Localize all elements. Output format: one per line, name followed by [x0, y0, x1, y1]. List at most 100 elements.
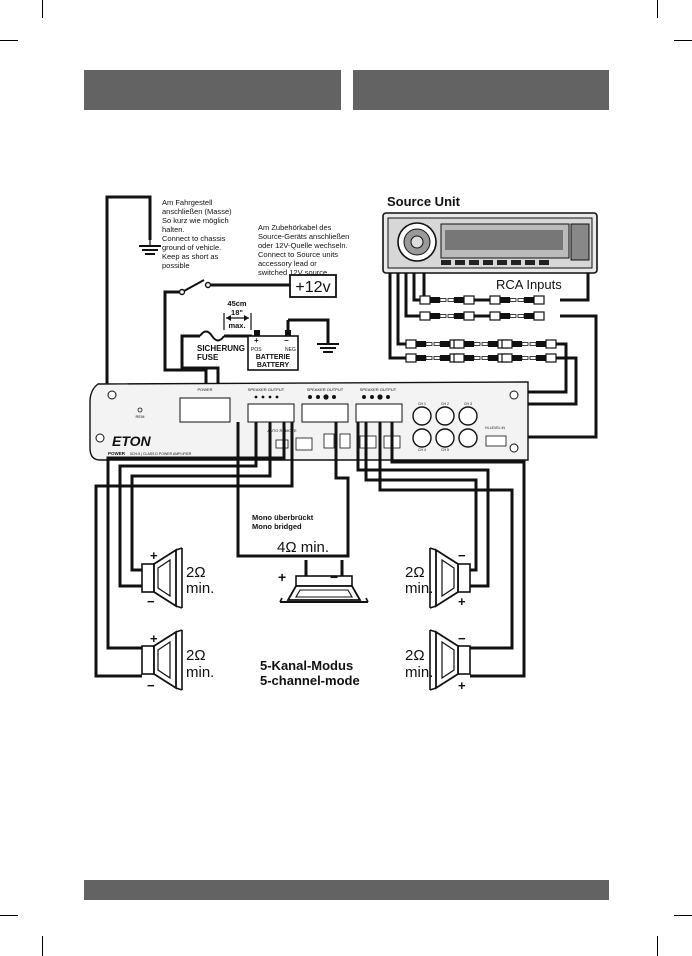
rca-plug-pair: [474, 311, 545, 321]
speaker-bl-plus: +: [150, 631, 158, 646]
remote-switch: +12v: [163, 274, 337, 398]
rca-plug-pair: [405, 339, 461, 349]
accessory-note-line: Connect to Source units: [258, 250, 338, 259]
crop-mark-bottom-right: [657, 936, 658, 956]
battery-label-en: BATTERY: [257, 362, 290, 369]
sub-plus: +: [278, 569, 286, 585]
bridge-label-en: Mono bridged: [252, 522, 302, 531]
model-label: POWER: [108, 451, 126, 456]
mode-label-en: 5-channel-mode: [260, 673, 360, 688]
mode-label-de: 5-Kanal-Modus: [260, 658, 353, 673]
battery-plus: +: [254, 336, 259, 345]
rca-plug-pair: [501, 353, 557, 363]
rca-plug-pair: [501, 339, 557, 349]
footer-bar: [84, 880, 609, 900]
fuse-label-de: SICHERUNG: [197, 344, 245, 353]
ground-note-line: So kurz wie möglich: [162, 216, 229, 225]
speaker-br-plus: +: [458, 678, 466, 693]
brand-logo: ETON: [112, 433, 152, 449]
ground-note-line: Am Fahrgestell: [162, 198, 213, 207]
rca-plug-pair: [419, 311, 475, 321]
ch-label: CH 4: [418, 448, 426, 452]
speaker-tl-min: min.: [186, 580, 214, 597]
battery-minus: −: [284, 336, 289, 345]
accessory-note-line: switched 12V source.: [258, 268, 329, 277]
speaker-tl-plus: +: [150, 548, 158, 563]
subwoofer: [279, 575, 369, 603]
bridge-label-de: Mono überbrückt: [252, 513, 314, 522]
speaker-tl-impedance: 2Ω: [186, 564, 206, 581]
speaker-output-label-2: SPEAKER OUTPUT: [307, 387, 344, 392]
speaker-tr-plus: +: [458, 594, 466, 609]
crop-mark-bottom-left-h: [0, 915, 18, 916]
crop-mark-top-left: [42, 0, 43, 18]
hi-level-label: HI-LEVEL IN: [485, 426, 505, 430]
ground-note: Am Fahrgestell anschließen (Masse) So ku…: [162, 198, 232, 270]
speaker-top-right: [429, 547, 471, 609]
crop-mark-top-left-h: [0, 40, 18, 41]
speaker-bl-min: min.: [186, 664, 214, 681]
speaker-bottom-right: [429, 629, 471, 691]
battery: + − POS NEG BATTERIE BATTERY: [247, 330, 299, 371]
ch-label: CH 1: [418, 402, 426, 406]
ch-label: CH 3: [464, 402, 472, 406]
speaker-br-min: min.: [405, 664, 433, 681]
rca-plug-pair: [453, 353, 509, 363]
speaker-wires: [94, 422, 526, 678]
speaker-tr-min: min.: [405, 580, 433, 597]
rca-plug-pair: [419, 295, 475, 305]
ground-note-line: halten.: [162, 225, 185, 234]
distance-max: max.: [228, 321, 245, 330]
accessory-note-line: oder 12V-Quelle wechseln.: [258, 241, 348, 250]
accessory-note-line: accessory lead or: [258, 259, 317, 268]
crop-mark-top-right-h: [674, 40, 692, 41]
speaker-br-minus: −: [458, 631, 466, 646]
rca-plug-pair: [453, 339, 509, 349]
ground-note-line: possible: [162, 261, 190, 270]
distance-cm: 45cm: [227, 299, 247, 308]
speakers: [141, 547, 471, 691]
ground-note-line: Connect to chassis: [162, 234, 226, 243]
speaker-output-label-3: SPEAKER OUTPUT: [360, 387, 397, 392]
accessory-note-line: Source-Geräts anschließen: [258, 232, 349, 241]
speaker-tr-impedance: 2Ω: [405, 564, 425, 581]
speaker-tr-minus: −: [458, 548, 466, 563]
rca-plugs: [405, 295, 557, 363]
power-terminal-label: POWER: [197, 387, 212, 392]
ch-label: CH 5: [441, 448, 449, 452]
distance-in: 18": [231, 308, 243, 317]
auto-remote-label: AUTO REMOTE: [267, 428, 297, 433]
accessory-note: Am Zubehörkabel des Source-Geräts anschl…: [258, 223, 349, 277]
speaker-br-impedance: 2Ω: [405, 647, 425, 664]
ground-note-line: anschließen (Masse): [162, 207, 232, 216]
rem-label: REM: [136, 414, 145, 419]
speaker-bottom-left: [141, 629, 183, 691]
crop-mark-bottom-left: [42, 936, 43, 956]
model-subtitle: 5CH-5 | CLASS D POWER AMPLIFIER: [130, 452, 192, 456]
sub-minus: −: [330, 569, 338, 585]
ground-note-line: Keep as short as: [162, 252, 219, 261]
crop-mark-bottom-right-h: [674, 915, 692, 916]
accessory-note-line: Am Zubehörkabel des: [258, 223, 332, 232]
rca-inputs-label: RCA Inputs: [496, 277, 562, 292]
battery-label-de: BATTERIE: [256, 354, 291, 361]
amplifier: REM POWER SPEAKER OUTPUT SPEAKER OUTPUT …: [89, 381, 529, 461]
rca-plug-pair: [474, 295, 545, 305]
bridge-impedance: 4Ω min.: [277, 539, 329, 556]
fuse-distance: 45cm 18" max.: [223, 299, 252, 330]
speaker-output-label-1: SPEAKER OUTPUT: [248, 387, 285, 392]
crop-mark-top-right: [657, 0, 658, 18]
header-bar-right: [353, 70, 609, 110]
battery-pos: POS: [251, 347, 262, 353]
rca-plug-pair: [405, 353, 461, 363]
speaker-bl-impedance: 2Ω: [186, 647, 206, 664]
ch-label: CH 2: [441, 402, 449, 406]
speaker-top-left: [141, 547, 183, 609]
plus-12v-label: +12v: [295, 279, 330, 296]
battery-neg: NEG: [285, 347, 296, 353]
speaker-tl-minus: −: [147, 594, 155, 609]
speaker-bl-minus: −: [147, 678, 155, 693]
ground-note-line: ground of vehicle.: [162, 243, 221, 252]
source-unit-title: Source Unit: [387, 194, 461, 209]
